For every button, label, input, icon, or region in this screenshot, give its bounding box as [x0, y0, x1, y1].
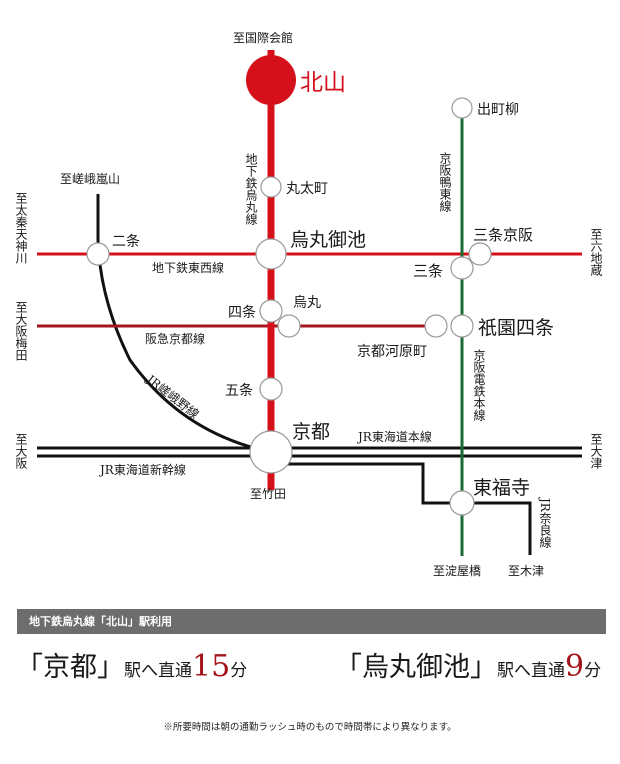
- label-jr-nara-line: JR奈良線: [538, 496, 552, 548]
- label-kawaramachi: 京都河原町: [357, 344, 427, 360]
- station-sanjo[interactable]: [450, 256, 474, 280]
- label-gojo: 五条: [225, 382, 253, 399]
- dir-osaka: 至大阪: [14, 433, 28, 470]
- label-demachiyanagi: 出町柳: [477, 101, 519, 118]
- jr-sagano-line: [96, 194, 263, 452]
- bracket-open: 「: [335, 652, 362, 683]
- bracket-open: 「: [16, 652, 43, 683]
- info-banner: 地下鉄烏丸線「北山」駅利用: [17, 609, 606, 634]
- route-destination: 烏丸御池: [362, 652, 470, 683]
- station-shijo[interactable]: [259, 299, 283, 323]
- footnote: ※所要時間は朝の通勤ラッシュ時のもので時間帯により異なります。: [163, 722, 457, 733]
- station-sanjo-keihan[interactable]: [468, 242, 492, 266]
- station-demachiyanagi[interactable]: [451, 97, 473, 119]
- route-destination: 京都: [43, 652, 97, 683]
- station-gojo[interactable]: [259, 377, 283, 401]
- station-marutamachi[interactable]: [260, 176, 282, 198]
- station-karasuma[interactable]: [277, 314, 301, 338]
- route-kyoto: 「京都」駅へ直通15分: [16, 645, 247, 684]
- label-karasuma-oike: 烏丸御池: [290, 229, 366, 251]
- route-unit: 分: [230, 661, 248, 681]
- dir-yodoyabashi: 至淀屋橋: [433, 564, 481, 578]
- station-tofukuji[interactable]: [449, 490, 475, 516]
- label-sanjo: 三条: [413, 262, 443, 280]
- route-minutes: 15: [192, 649, 231, 684]
- dir-rokujizo: 至六地蔵: [589, 228, 603, 277]
- dir-takeda: 至竹田: [250, 487, 286, 501]
- label-tofukuji: 東福寺: [473, 477, 530, 499]
- dir-north: 至国際会館: [233, 30, 293, 45]
- label-keihan-main-line: 京阪電鉄本線: [472, 349, 486, 421]
- label-tokaido-line: JR東海道本線: [356, 429, 432, 444]
- label-gion-shijo: 祇園四条: [478, 317, 554, 339]
- label-karasuma: 烏丸: [293, 294, 321, 311]
- dir-umeda: 至大阪梅田: [14, 301, 28, 361]
- route-unit: 分: [584, 661, 602, 681]
- station-kawaramachi[interactable]: [424, 314, 448, 338]
- station-kyoto[interactable]: [249, 430, 293, 474]
- label-nijo: 二条: [112, 233, 140, 250]
- label-keihan-oto-line: 京阪鴨東線: [438, 152, 452, 212]
- dir-kotsu: 至木津: [508, 564, 544, 578]
- label-tozai-line: 地下鉄東西線: [152, 260, 224, 275]
- route-minutes: 9: [565, 649, 585, 684]
- label-shijo: 四条: [228, 304, 256, 321]
- label-kyoto: 京都: [292, 421, 330, 443]
- label-kitayama: 北山: [300, 70, 346, 96]
- dir-uzumasa: 至太秦天神川: [14, 192, 28, 264]
- label-sanjo-keihan: 三条京阪: [473, 226, 533, 244]
- route-karasuma-oike: 「烏丸御池」駅へ直通9分: [335, 645, 601, 684]
- route-suffix: 駅へ直通: [497, 661, 565, 681]
- dir-otsu: 至大津: [589, 433, 603, 469]
- jr-nara-line: [270, 462, 532, 555]
- route-suffix: 駅へ直通: [124, 661, 192, 681]
- bracket-close: 」: [470, 652, 497, 683]
- route-map: 北山 出町柳 丸太町 二条 烏丸御池 三条京阪 三条 四条 烏丸 京都河原町 祇…: [14, 30, 603, 578]
- station-karasuma-oike[interactable]: [255, 238, 287, 270]
- station-kitayama[interactable]: [246, 55, 296, 105]
- label-hankyu-line: 阪急京都線: [145, 331, 205, 346]
- station-gion-shijo[interactable]: [450, 314, 474, 338]
- dir-arashiyama: 至嵯峨嵐山: [60, 172, 120, 186]
- label-marutamachi: 丸太町: [286, 181, 328, 197]
- label-sagano-line: JR嵯峨野線: [143, 370, 203, 421]
- label-shinkansen-line: JR東海道新幹線: [98, 462, 186, 477]
- bracket-close: 」: [97, 652, 124, 683]
- label-karasuma-line: 地下鉄烏丸線: [244, 153, 258, 225]
- station-nijo[interactable]: [86, 242, 110, 266]
